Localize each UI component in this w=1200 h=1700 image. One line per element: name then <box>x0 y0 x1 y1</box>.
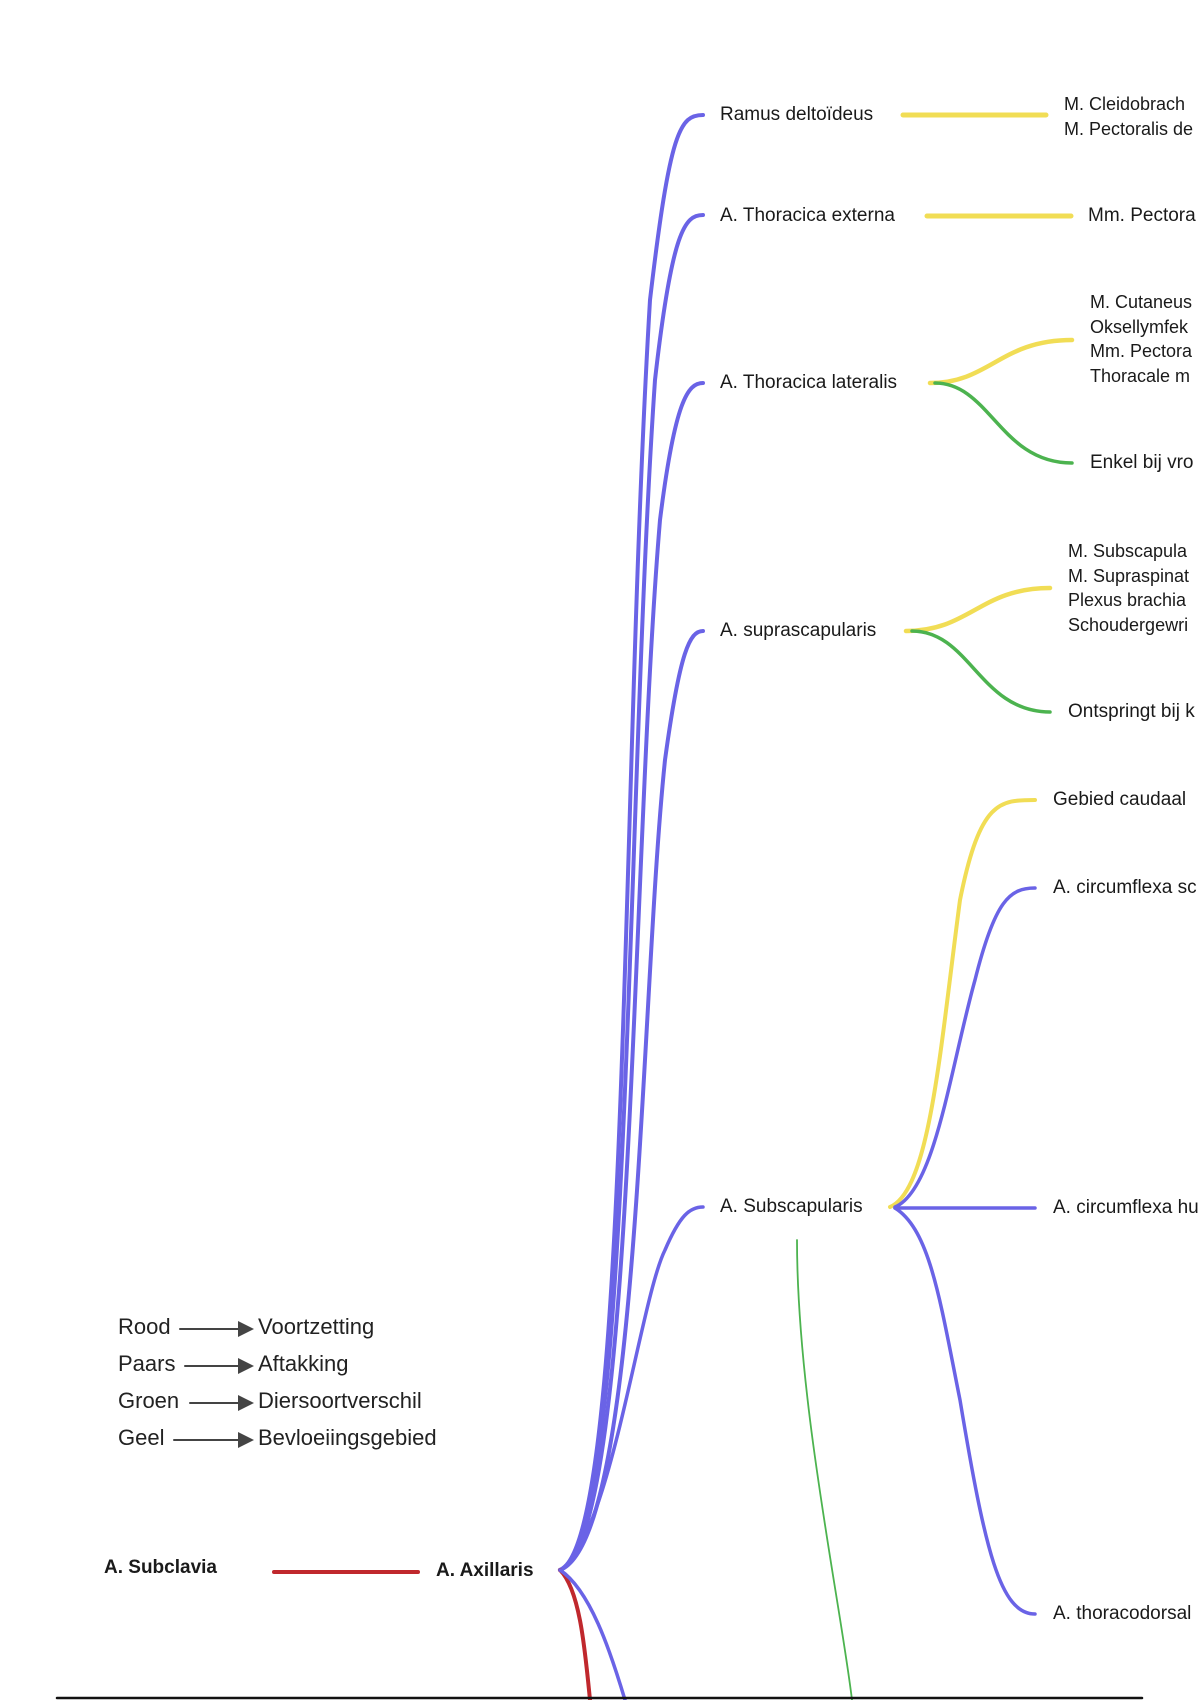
area-suprascapularis: M. Subscapula M. Supraspinat Plexus brac… <box>1068 539 1189 637</box>
target-item: M. Pectoralis de <box>1064 118 1194 139</box>
target-item: M. Supraspinat <box>1068 565 1190 586</box>
target-item: M. Cleidobrach <box>1064 94 1186 114</box>
connector-lateralis-species <box>933 381 1074 465</box>
node-subscapularis: A. Subscapularis <box>720 1196 863 1217</box>
node-subclavia: A. Subclavia <box>104 1557 217 1578</box>
species-note-suprascapularis: Ontspringt bij k <box>1068 701 1195 722</box>
area-ramus-deltoideus: M. Cleidobrach M. Pectoralis de <box>1064 92 1193 141</box>
connector-axillaris-externa <box>558 213 705 1572</box>
arrow-right-icon <box>238 1321 254 1337</box>
node-thoracica-externa: A. Thoracica externa <box>720 205 895 226</box>
legend-key-purple: Paars <box>118 1351 176 1376</box>
node-axillaris: A. Axillaris <box>436 1560 534 1581</box>
legend-key-yellow: Geel <box>118 1425 165 1450</box>
connector-axillaris-lower-branch <box>558 1568 627 1700</box>
legend-value-red: Voortzetting <box>258 1314 375 1339</box>
area-thoracica-externa: Mm. Pectora <box>1088 205 1196 226</box>
connector-subscapularis-circumflexa-sc <box>893 886 1037 1209</box>
target-item: M. Subscapula <box>1068 541 1188 561</box>
node-thoracodorsalis: A. thoracodorsal <box>1053 1603 1192 1624</box>
connector-axillaris-subscapularis <box>558 1205 705 1572</box>
arrow-right-icon <box>238 1395 254 1411</box>
legend-key-red: Rood <box>118 1314 171 1339</box>
connector-subscapularis-area <box>888 798 1037 1209</box>
target-item: Oksellymfek <box>1090 316 1189 337</box>
arrow-right-icon <box>238 1432 254 1448</box>
node-suprascapularis: A. suprascapularis <box>720 620 877 641</box>
node-circumflexa-humeri: A. circumflexa hu <box>1053 1197 1199 1218</box>
target-item: Plexus brachia <box>1068 590 1187 610</box>
node-thoracica-lateralis: A. Thoracica lateralis <box>720 372 898 393</box>
connector-suprascapularis-species <box>910 629 1052 714</box>
connector-subscapularis-thoracodorsal <box>893 1206 1037 1616</box>
area-subscapularis: Gebied caudaal <box>1053 789 1187 810</box>
target-item: Mm. Pectora <box>1090 341 1193 361</box>
target-item: Thoracale m <box>1090 365 1191 386</box>
target-item: Schoudergewri <box>1068 614 1189 635</box>
node-ramus-deltoideus: Ramus deltoïdeus <box>720 104 874 125</box>
connector-axillaris-lateralis <box>558 381 705 1572</box>
legend-value-green: Diersoortverschil <box>258 1388 422 1413</box>
species-note-thoracica-lateralis: Enkel bij vro <box>1090 452 1194 473</box>
node-circumflexa-scapulae: A. circumflexa sc <box>1053 877 1197 898</box>
connector-subscapularis-species <box>796 1239 853 1700</box>
connector-axillaris-continuation <box>558 1568 592 1700</box>
connector-suprascapularis-area <box>903 585 1053 634</box>
legend-value-yellow: Bevloeiingsgebied <box>258 1425 437 1450</box>
legend-key-green: Groen <box>118 1388 180 1413</box>
connector-axillaris-suprascapularis <box>558 629 705 1572</box>
connector-lateralis-area <box>927 337 1075 386</box>
connector-axillaris-ramus <box>558 113 705 1572</box>
legend-value-purple: Aftakking <box>258 1351 349 1376</box>
arrow-right-icon <box>238 1358 254 1374</box>
area-thoracica-lateralis: M. Cutaneus Oksellymfek Mm. Pectora Thor… <box>1090 290 1192 388</box>
target-item: M. Cutaneus <box>1090 292 1193 312</box>
